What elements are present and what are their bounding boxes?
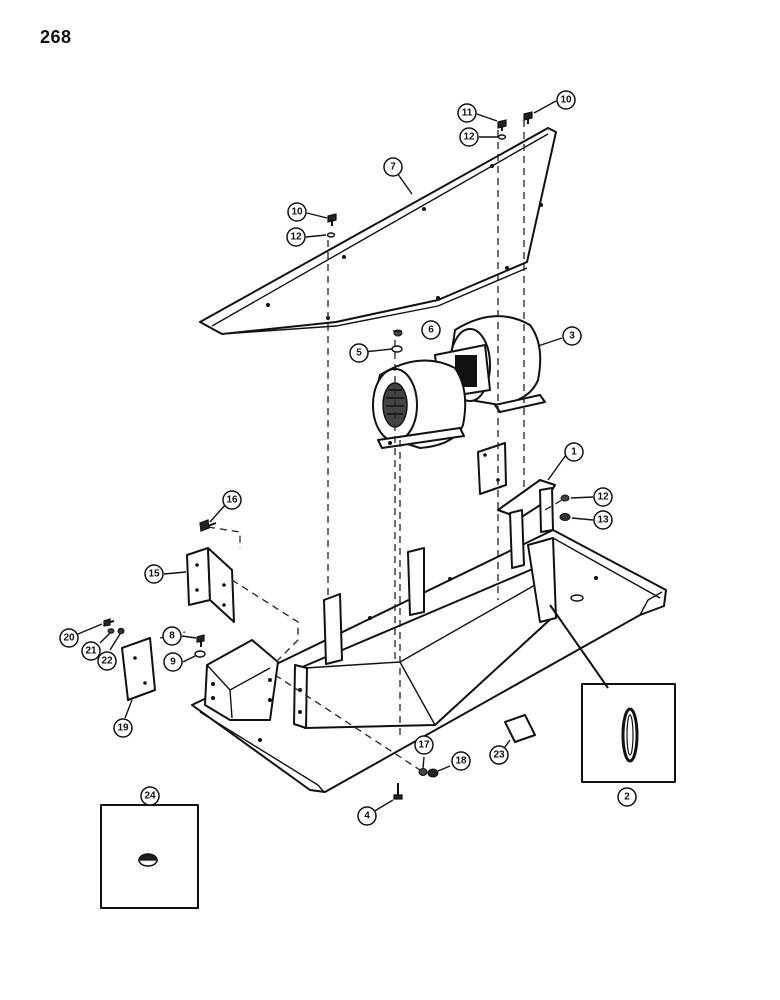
access-plate	[477, 442, 507, 495]
support-bracket	[497, 479, 556, 569]
svg-text:10: 10	[291, 207, 303, 218]
callout-8: 8	[162, 626, 182, 646]
callout-9: 9	[163, 652, 183, 672]
svg-text:20: 20	[63, 633, 75, 644]
svg-text:9: 9	[170, 657, 176, 668]
callout-17: 17	[414, 735, 434, 755]
callout-22: 22	[97, 651, 117, 671]
callout-2: 2	[617, 787, 637, 807]
cover-plate-19	[121, 637, 156, 701]
callout-16: 16	[222, 490, 242, 510]
inset-detail-2	[549, 604, 676, 783]
svg-text:6: 6	[428, 325, 434, 336]
inset-detail-24	[100, 804, 199, 909]
callout-21: 21	[81, 641, 101, 661]
svg-text:23: 23	[493, 750, 505, 761]
callout-11: 11	[457, 103, 477, 123]
callout-6: 6	[421, 320, 441, 340]
svg-text:21: 21	[85, 646, 97, 657]
svg-text:17: 17	[418, 740, 430, 751]
callout-4: 4	[357, 806, 377, 826]
corner-bracket	[204, 639, 279, 721]
callout-12c: 12	[593, 487, 613, 507]
callout-10a: 10	[556, 90, 576, 110]
callout-24: 24	[140, 786, 160, 806]
svg-text:24: 24	[144, 791, 156, 802]
callout-15: 15	[144, 564, 164, 584]
svg-text:18: 18	[455, 756, 467, 767]
svg-text:16: 16	[226, 495, 238, 506]
svg-text:12: 12	[597, 492, 609, 503]
svg-text:22: 22	[101, 656, 113, 667]
hardware	[103, 111, 571, 800]
svg-text:2: 2	[624, 792, 630, 803]
callout-23: 23	[489, 745, 509, 765]
svg-text:7: 7	[390, 162, 396, 173]
svg-text:3: 3	[569, 331, 575, 342]
top-cover-panel	[199, 127, 557, 335]
callout-20: 20	[59, 628, 79, 648]
callout-10b: 10	[287, 202, 307, 222]
air-duct	[293, 537, 557, 729]
callout-7: 7	[383, 157, 403, 177]
svg-text:11: 11	[462, 108, 473, 119]
callout-18: 18	[451, 751, 471, 771]
callout-1: 1	[564, 442, 584, 462]
callout-3: 3	[562, 326, 582, 346]
callout-12b: 12	[286, 227, 306, 247]
mounting-bracket-15	[186, 547, 235, 623]
svg-text:8: 8	[169, 631, 175, 642]
svg-text:12: 12	[463, 132, 475, 143]
svg-text:13: 13	[597, 515, 609, 526]
svg-text:1: 1	[571, 447, 577, 458]
callout-12a: 12	[459, 127, 479, 147]
svg-text:4: 4	[364, 811, 370, 822]
decal	[504, 714, 536, 743]
svg-text:12: 12	[290, 232, 302, 243]
svg-text:10: 10	[560, 95, 572, 106]
svg-text:15: 15	[148, 569, 160, 580]
page-number: 268	[40, 27, 72, 47]
svg-text:19: 19	[117, 723, 129, 734]
callout-13: 13	[593, 510, 613, 530]
callout-5: 5	[349, 343, 369, 363]
callout-19: 19	[113, 718, 133, 738]
svg-text:5: 5	[356, 348, 362, 359]
